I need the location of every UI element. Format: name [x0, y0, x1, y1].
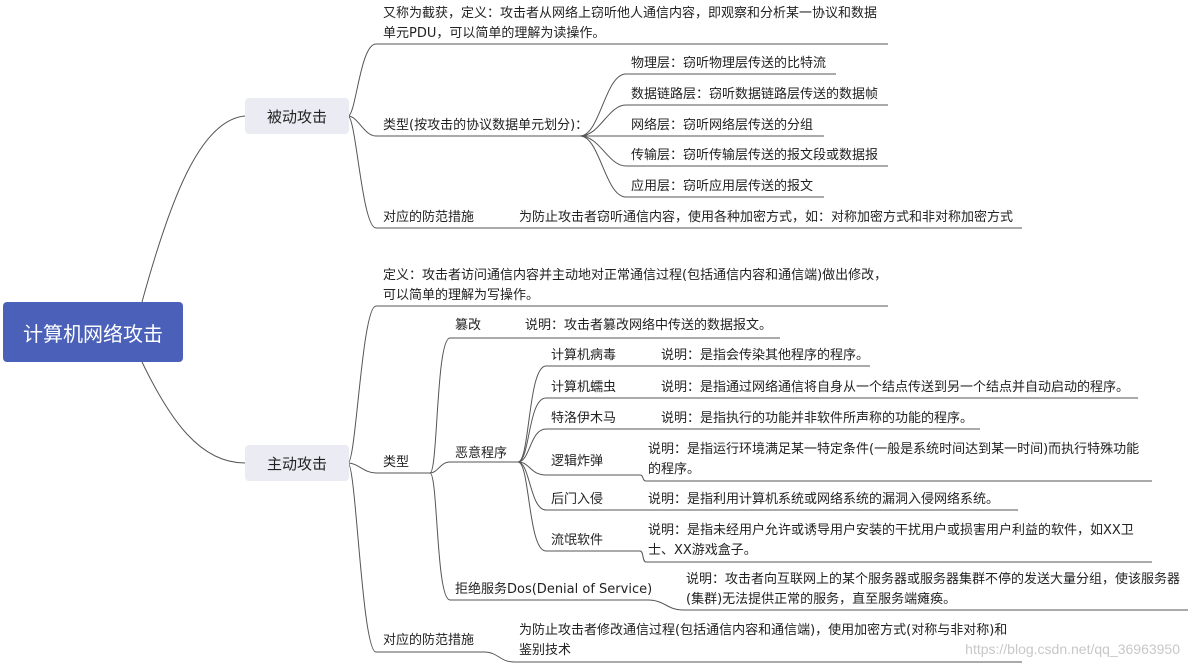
edge-rogue-desc [639, 550, 1152, 563]
passive-defense-label: 对应的防范措施 [383, 210, 475, 225]
edge-active-definition [347, 305, 888, 464]
edge-type-application [579, 135, 824, 198]
active-types-label: 类型 [383, 455, 410, 470]
edge-root-passive [141, 115, 246, 303]
edge-type-physical [579, 73, 836, 137]
malware-desc-rogue: 说明：是指未经用户允许或诱导用户安装的干扰用户或损害用户利益的软件，如XX卫士、… [648, 523, 1134, 558]
malware-item-backdoor: 后门入侵 [551, 492, 604, 507]
edge-trojan [517, 428, 640, 463]
passive-types-label: 类型(按攻击的协议数据单元划分)： [383, 118, 589, 133]
malware-item-trojan: 特洛伊木马 [551, 411, 617, 426]
edge-rogue [517, 461, 640, 552]
edge-logicbomb [517, 461, 640, 476]
malware-desc-virus: 说明：是指会传染其他程序的程序。 [661, 348, 870, 363]
edge-active-types [347, 462, 430, 474]
malware-item-worm: 计算机蠕虫 [551, 380, 617, 395]
passive-type-transport: 传输层：窃听传输层传送的报文段或数据报 [631, 148, 879, 163]
edge-type-transport [579, 135, 888, 167]
active-defense-label: 对应的防范措施 [383, 633, 475, 648]
dos-label: 拒绝服务Dos(Denial of Service) [455, 582, 653, 597]
edge-active-defense [347, 462, 484, 653]
malware-item-logicbomb: 逻辑炸弹 [551, 454, 604, 469]
root-node[interactable]: 计算机网络攻击 [3, 302, 183, 362]
edge-tamper [429, 337, 518, 474]
edge-passive-defense [347, 115, 1022, 229]
malware-desc-trojan: 说明：是指执行的功能并非软件所声称的功能的程序。 [661, 411, 974, 426]
edge-passive-types [347, 115, 580, 137]
edge-worm [517, 397, 640, 463]
passive-attack-node[interactable]: 被动攻击 [245, 98, 349, 134]
active-defense-text: 为防止攻击者修改通信过程(包括通信内容和通信端)，使用加密方式(对称与非对称)和… [519, 623, 1008, 658]
passive-type-datalink: 数据链路层：窃听数据链路层传送的数据帧 [631, 87, 879, 102]
edge-virus [517, 365, 640, 463]
edge-backdoor [517, 461, 640, 511]
passive-type-application: 应用层：窃听应用层传送的报文 [631, 179, 814, 194]
malware-desc-worm: 说明：是指通过网络通信将自身从一个结点传送到另一个结点并自动启动的程序。 [661, 380, 1130, 395]
edge-passive-definition [347, 43, 888, 117]
edge-active-defense-desc [483, 651, 1022, 663]
malware-desc-backdoor: 说明：是指利用计算机系统或网络系统的漏洞入侵网络系统。 [648, 492, 1000, 507]
edge-logicbomb-desc [639, 474, 1152, 482]
edge-root-active [141, 361, 246, 464]
passive-type-network: 网络层：窃听网络层传送的分组 [631, 118, 814, 133]
malware-item-rogue: 流氓软件 [551, 533, 604, 548]
passive-type-physical: 物理层：窃听物理层传送的比特流 [631, 56, 827, 71]
malware-label: 恶意程序 [455, 446, 508, 461]
edge-type-datalink [579, 104, 888, 137]
tamper-label: 篡改 [455, 318, 482, 333]
active-attack-node[interactable]: 主动攻击 [245, 445, 349, 481]
watermark: https://blog.csdn.net/qq_36963950 [965, 641, 1180, 657]
edge-malware [429, 461, 518, 474]
active-definition: 定义：攻击者访问通信内容并主动地对正常通信过程(包括通信内容和通信端)做出修改，… [383, 268, 888, 303]
malware-item-virus: 计算机病毒 [551, 348, 617, 363]
edge-dos-desc [647, 599, 1188, 611]
passive-defense-text: 为防止攻击者窃听通信内容，使用各种加密方式，如：对称加密方式和非对称加密方式 [519, 210, 1014, 225]
edge-dos [429, 472, 648, 601]
malware-desc-logicbomb: 说明：是指运行环境满足某一特定条件(一般是系统时间达到某一时间)而执行特殊功能的… [648, 442, 1140, 477]
dos-desc: 说明：攻击者向互联网上的某个服务器或服务器集群不停的发送大量分组，使该服务器(集… [686, 572, 1181, 607]
tamper-desc: 说明：攻击者篡改网络中传送的数据报文。 [525, 318, 773, 333]
passive-definition: 又称为截获，定义：攻击者从网络上窃听他人通信内容，即观察和分析某一协议和数据单元… [383, 6, 878, 41]
